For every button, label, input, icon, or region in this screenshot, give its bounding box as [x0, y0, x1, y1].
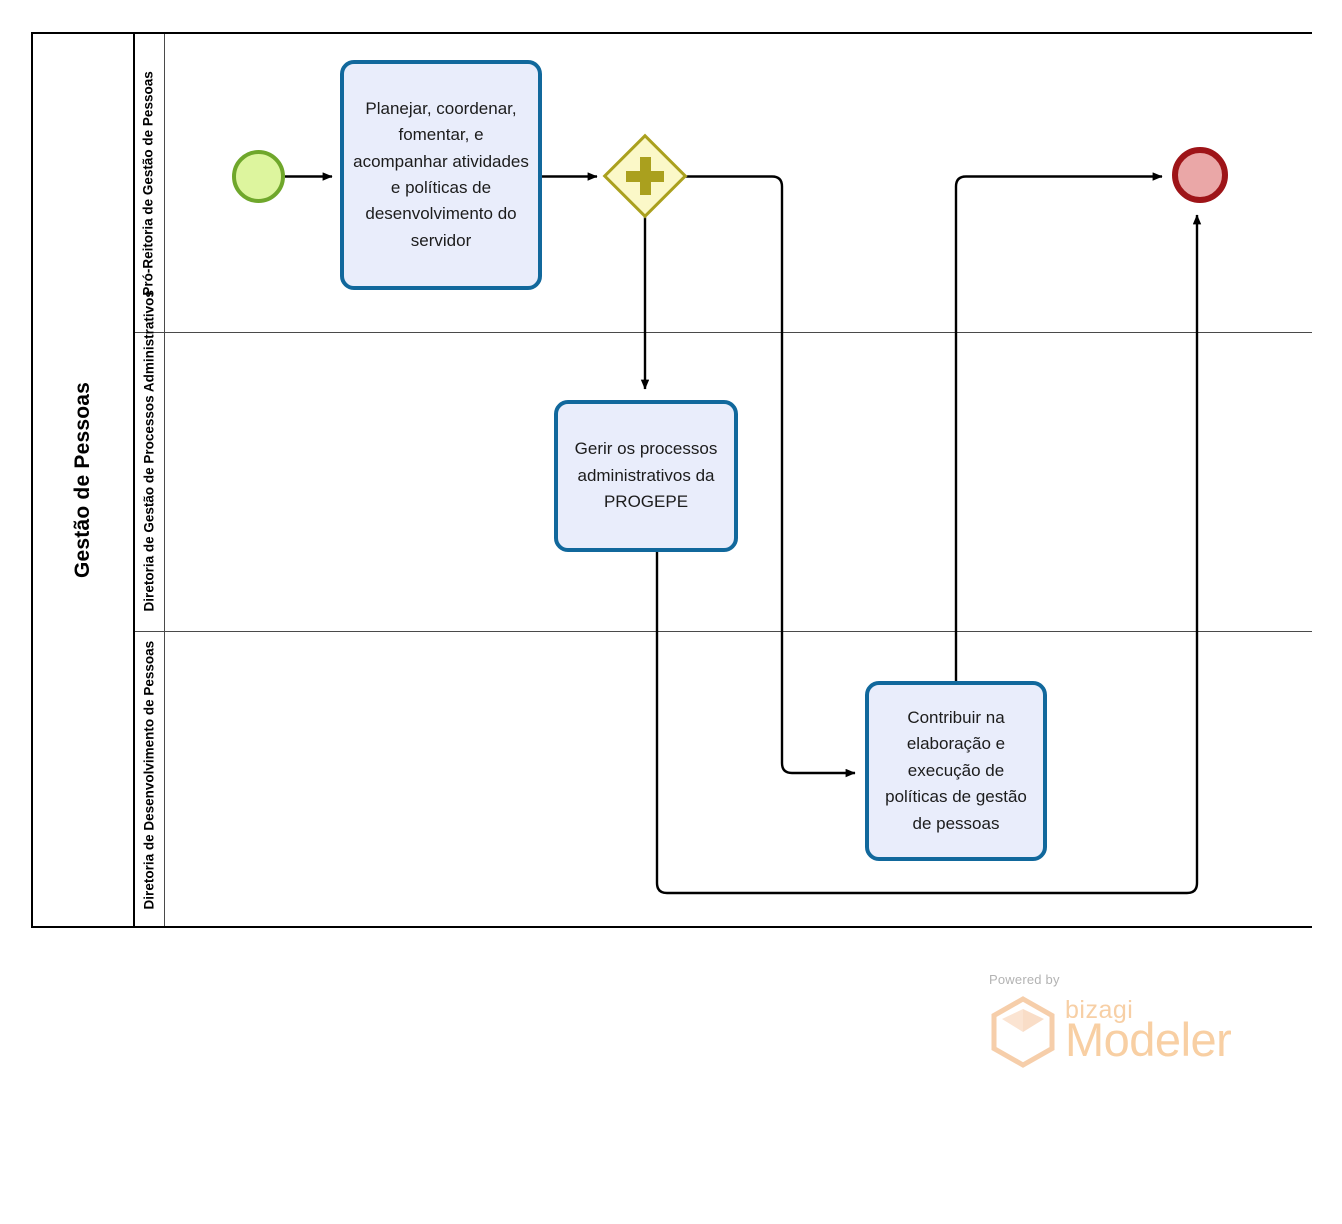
task-planejar[interactable]: Planejar, coordenar, fomentar, e acompan…: [340, 60, 542, 290]
lane-pro-reitoria[interactable]: Pró-Reitoria de Gestão de Pessoas: [135, 34, 1312, 332]
start-event[interactable]: [232, 150, 285, 203]
lane-processos-administrativos-label: Diretoria de Gestão de Processos Adminis…: [141, 289, 157, 611]
parallel-gateway[interactable]: [602, 133, 688, 219]
bizagi-watermark: Powered by bizagi Modeler: [989, 972, 1249, 1068]
bizagi-hexagon-icon: [991, 996, 1055, 1068]
lane-desenvolvimento[interactable]: Diretoria de Desenvolvimento de Pessoas: [135, 632, 1312, 926]
powered-by-label: Powered by: [989, 972, 1060, 987]
task-gerir-processos[interactable]: Gerir os processos administrativos da PR…: [554, 400, 738, 552]
lane-processos-administrativos-header: Diretoria de Gestão de Processos Adminis…: [135, 289, 165, 631]
task-contribuir-politicas[interactable]: Contribuir na elaboração e execução de p…: [865, 681, 1047, 861]
end-event[interactable]: [1172, 147, 1228, 203]
lane-desenvolvimento-header: Diretoria de Desenvolvimento de Pessoas: [135, 632, 165, 926]
bizagi-brand-label: bizagi: [1065, 996, 1134, 1024]
lane-pro-reitoria-header: Pró-Reitoria de Gestão de Pessoas: [135, 34, 165, 332]
bizagi-product-label: Modeler: [1065, 1013, 1232, 1066]
gateway-plus-icon-vertical: [639, 157, 651, 195]
pool-title: Gestão de Pessoas: [71, 382, 94, 578]
lane-desenvolvimento-label: Diretoria de Desenvolvimento de Pessoas: [141, 640, 157, 909]
lane-pro-reitoria-label: Pró-Reitoria de Gestão de Pessoas: [141, 70, 157, 296]
pool-header: Gestão de Pessoas: [33, 34, 135, 926]
